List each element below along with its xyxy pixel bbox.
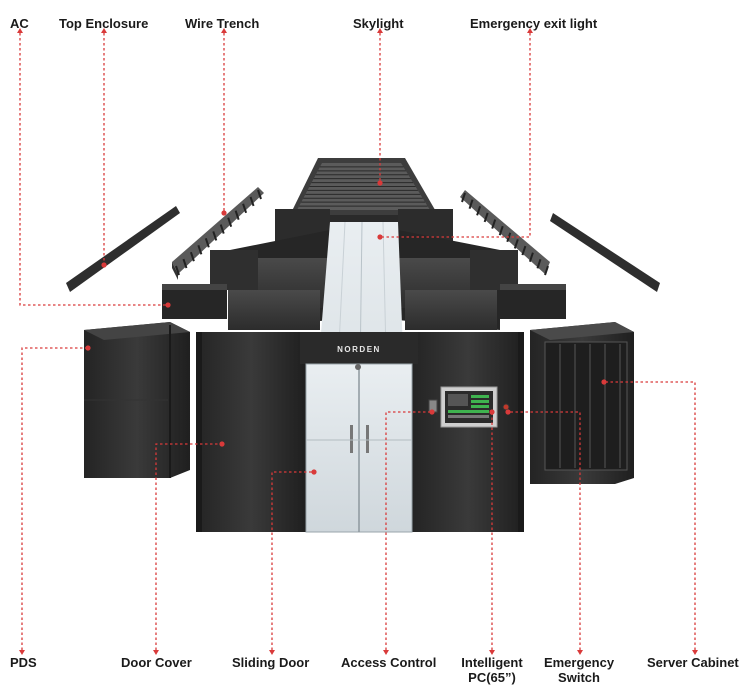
- leader-door-cover-dot: [219, 441, 225, 447]
- label-intelligent-pc: Intelligent PC(65”): [455, 655, 529, 685]
- emergency-exit-light: [355, 364, 361, 370]
- label-emergency-switch-line1: Emergency: [543, 655, 615, 670]
- leader-server-cabinet-arrow: [692, 650, 698, 655]
- trench-divider: [468, 199, 474, 209]
- leader-door-cover: [155, 443, 222, 650]
- trench-divider: [521, 245, 527, 256]
- leader-ac: [19, 33, 168, 306]
- trench-divider: [227, 217, 233, 227]
- leader-emergency-switch: [508, 411, 581, 650]
- leader-skylight-dot: [377, 180, 383, 186]
- trench-divider: [242, 203, 248, 214]
- leader-top-enclosure-dot: [101, 262, 107, 268]
- leader-pds-dot: [85, 345, 91, 351]
- leader-pds-arrow: [19, 650, 25, 655]
- leader-emergency-exit-light-arrow: [527, 28, 533, 33]
- label-server-cabinet: Server Cabinet: [647, 655, 739, 670]
- leader-pds: [21, 347, 88, 650]
- leader-ac-dot: [165, 302, 171, 308]
- label-door-cover: Door Cover: [121, 655, 192, 670]
- leader-sliding-door-arrow: [269, 650, 275, 655]
- top-enclosure-left: [66, 206, 180, 292]
- label-access-control: Access Control: [341, 655, 437, 670]
- label-skylight: Skylight: [353, 16, 404, 31]
- leader-access-control-dot: [429, 409, 435, 415]
- trench-divider: [513, 239, 519, 249]
- trench-divider: [544, 265, 549, 276]
- leader-emergency-switch-arrow: [577, 650, 583, 655]
- leader-lines: [19, 33, 696, 650]
- leader-skylight-arrow: [377, 28, 383, 33]
- leader-top-enclosure-arrow: [101, 28, 107, 33]
- trench-divider: [212, 231, 218, 241]
- leader-sliding-door-dot: [311, 469, 317, 475]
- trench-divider: [461, 192, 466, 203]
- trench-divider: [483, 212, 489, 223]
- trench-divider: [189, 251, 195, 262]
- ac-unit: [162, 284, 227, 319]
- leader-server-cabinet-dot: [601, 379, 607, 385]
- trench-divider: [491, 219, 497, 229]
- trench-divider: [476, 205, 482, 216]
- leader-door-cover-arrow: [153, 650, 159, 655]
- intelligent-pc-screen: [440, 386, 498, 428]
- leader-sliding-door: [271, 471, 314, 650]
- leader-wire-trench-arrow: [221, 28, 227, 33]
- label-emergency-exit-light: Emergency exit light: [470, 16, 598, 31]
- label-pds: PDS: [10, 655, 37, 670]
- server-cabinet: [530, 322, 634, 484]
- mid-cabinet-left: [228, 290, 320, 330]
- wire-trench-left: [172, 187, 264, 280]
- trench-divider: [219, 224, 225, 234]
- leader-intelligent-pc-arrow: [489, 650, 495, 655]
- trench-divider: [257, 189, 262, 200]
- trench-divider: [528, 252, 534, 263]
- label-top-enclosure: Top Enclosure: [59, 16, 149, 31]
- front-door-assembly: [196, 332, 524, 533]
- label-intelligent-pc-line2: PC(65”): [468, 670, 516, 685]
- trench-divider: [204, 238, 210, 248]
- trench-divider: [197, 244, 203, 255]
- trench-divider: [498, 225, 504, 236]
- label-emergency-switch: Emergency Switch: [537, 655, 621, 685]
- pds-cabinet: [84, 322, 190, 478]
- label-ac: AC: [10, 16, 29, 31]
- trench-divider: [234, 210, 240, 221]
- label-sliding-door: Sliding Door: [232, 655, 310, 670]
- leader-points: [17, 28, 698, 655]
- leader-emergency-exit-light-dot: [377, 234, 383, 240]
- wire-trench-right: [460, 190, 550, 276]
- skylight-part: [290, 158, 438, 222]
- leader-wire-trench-dot: [221, 210, 227, 216]
- trench-divider: [182, 258, 188, 269]
- ac-unit-right: [500, 284, 566, 319]
- label-intelligent-pc-line1: Intelligent: [461, 655, 523, 670]
- top-enclosure-right: [550, 213, 660, 292]
- emergency-switch-button: [502, 403, 510, 411]
- trench-divider: [175, 265, 180, 276]
- leader-ac-arrow: [17, 28, 23, 33]
- mid-cabinet-right: [405, 290, 497, 330]
- leader-emergency-switch-dot: [505, 409, 511, 415]
- leader-access-control-arrow: [383, 650, 389, 655]
- leader-intelligent-pc-dot: [489, 409, 495, 415]
- trench-divider: [536, 259, 542, 269]
- label-emergency-switch-line2: Switch: [558, 670, 600, 685]
- trench-divider: [249, 196, 255, 207]
- label-wire-trench: Wire Trench: [185, 16, 260, 31]
- brand-logo-text: NORDEN: [337, 345, 381, 354]
